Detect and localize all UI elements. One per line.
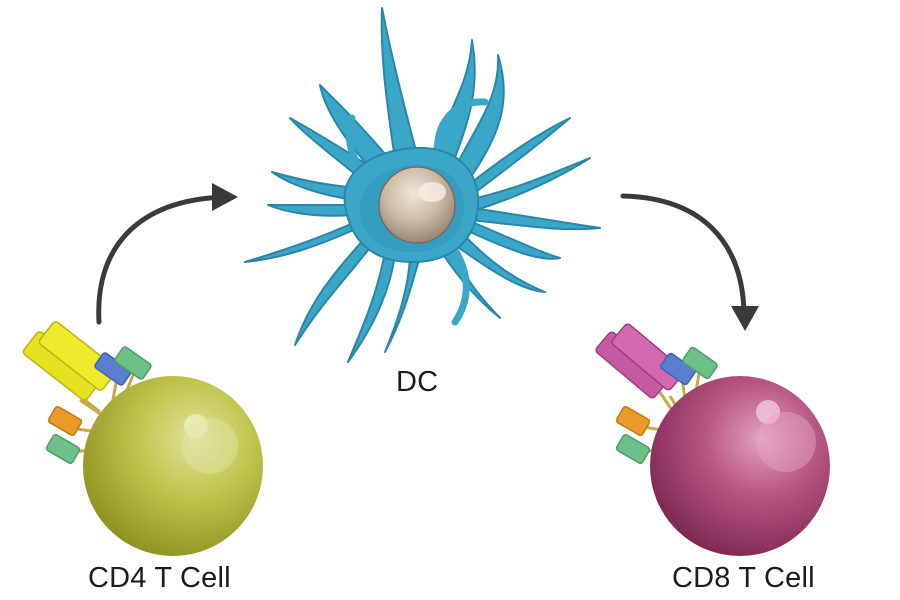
cd4-t-cell-label: CD4 T Cell [88,562,231,594]
arrow-cd4-to-dc [96,183,238,325]
cd8-t-cell [595,323,830,556]
cd4-t-cell [22,321,263,556]
dendritic-cell-nucleus [378,166,456,244]
dendrite-branches [244,7,601,363]
cd4-receptors [22,321,152,464]
cd8-receptors [595,323,718,464]
dendritic-cell [244,7,601,363]
cd8-cell-body [650,376,830,556]
cd4-cell-body [83,376,263,556]
dc-label: DC [396,366,439,398]
cd8-t-cell-label: CD8 T Cell [672,562,815,594]
arrow-dc-to-cd8 [620,193,759,331]
